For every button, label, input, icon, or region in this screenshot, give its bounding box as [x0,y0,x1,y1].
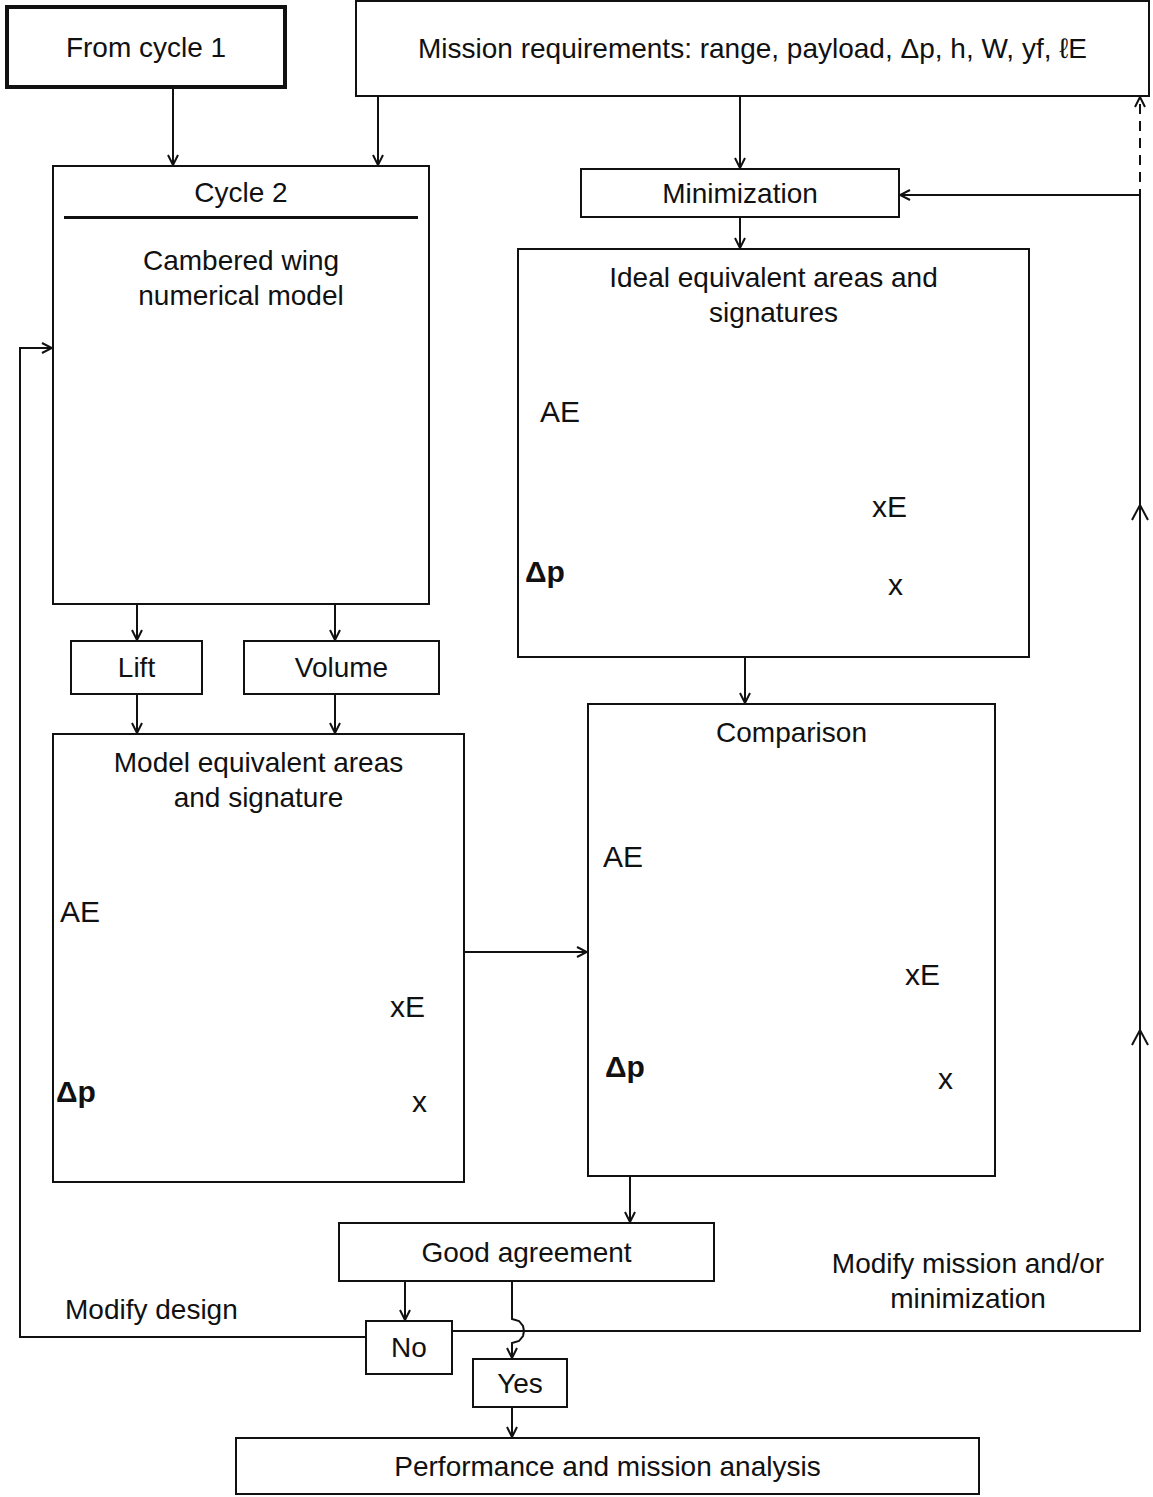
axis-label: Δp [56,1075,96,1108]
flow-connector [739,97,741,168]
box-heading: Cycle 2 [64,167,418,219]
box-text: Performance and mission analysis [386,1449,828,1484]
axis-label: x [412,1085,427,1118]
flow-connector [377,97,379,165]
box-text: Good agreement [413,1235,639,1270]
flow-connector [512,1282,524,1358]
axis-label: AE [540,395,580,428]
flow-connector [172,89,174,165]
flow-connector [453,97,1140,1331]
branch-box: No [365,1320,453,1375]
box-text: No [383,1330,435,1365]
branch-box: Yes [472,1358,568,1408]
flow-connector [511,1408,513,1437]
axis-label: AE [603,840,643,873]
plot-box: Comparison [587,703,996,1177]
plot-box: Ideal equivalent areas and signatures [517,248,1030,658]
box-text: Model equivalent areas and signature [86,735,432,815]
flow-connector [744,658,746,703]
box-text: Volume [287,650,396,685]
process-box: Minimization [580,168,900,218]
axis-label: Δp [605,1050,645,1083]
flow-connector [136,605,138,640]
box-text: Minimization [654,176,826,211]
box-text: From cycle 1 [58,30,234,65]
flow-connector [404,1282,406,1320]
connector-label: Modify mission and/or minimization [810,1246,1126,1316]
model-box: Cycle 2 Cambered wing numerical model [52,165,430,605]
flow-connector [334,695,336,733]
flow-connector [629,1177,631,1222]
box-text: Cambered wing numerical model [73,233,409,313]
axis-label: xE [872,490,907,523]
axis-label: xE [905,958,940,991]
box-text: Comparison [708,705,875,750]
box-text: Yes [489,1366,551,1401]
plot-box: Model equivalent areas and signature [52,733,465,1183]
box-text: Lift [110,650,163,685]
flow-connector [136,695,138,733]
decision-box: Good agreement [338,1222,715,1282]
process-box: Volume [243,640,440,695]
process-box: Lift [70,640,203,695]
axis-label: x [938,1062,953,1095]
connector-label: Modify design [62,1292,241,1327]
box-text: Ideal equivalent areas and signatures [556,250,992,330]
axis-label: Δp [525,555,565,588]
flow-connector [453,195,1140,1331]
axis-label: x [888,568,903,601]
result-box: Performance and mission analysis [235,1437,980,1495]
flow-connector [334,605,336,640]
axis-label: xE [390,990,425,1023]
flow-connector [739,218,741,248]
flow-connector [465,951,587,953]
source-box: From cycle 1 [5,5,287,89]
box-text: Mission requirements: range, payload, Δp… [410,31,1095,66]
axis-label: AE [60,895,100,928]
requirements-box: Mission requirements: range, payload, Δp… [355,0,1150,97]
